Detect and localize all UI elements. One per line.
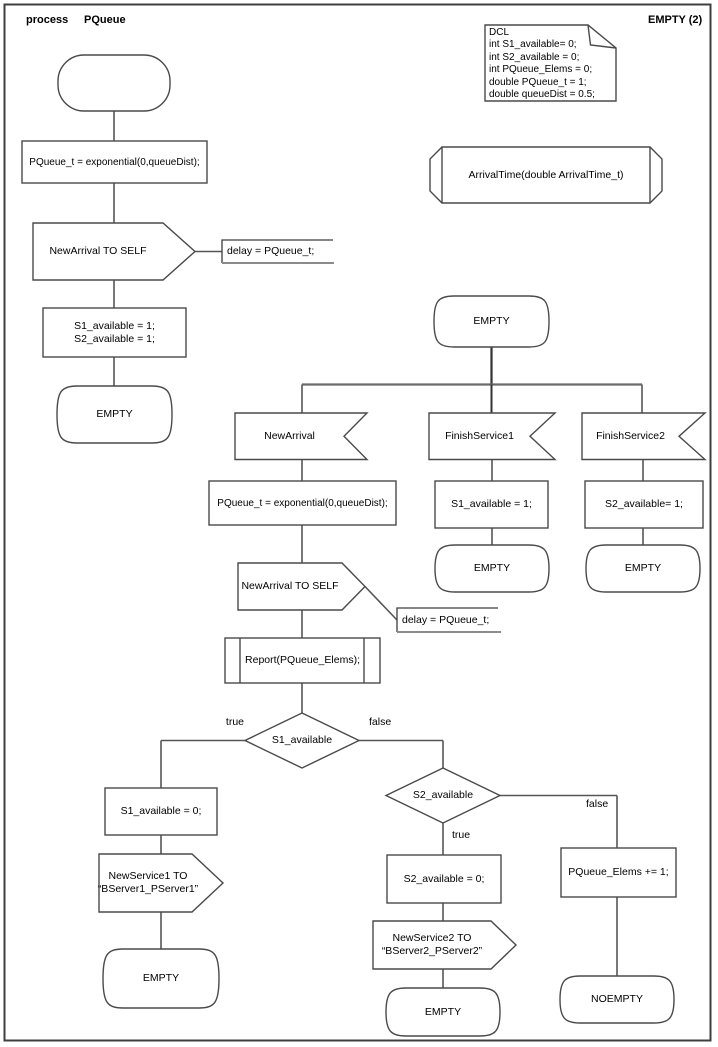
decision-true-label: true [452, 829, 471, 841]
task-box [208, 480, 397, 526]
output-symbol [237, 562, 366, 611]
input-label: FinishService2 [596, 429, 665, 442]
output-label: NewArrival TO SELF [241, 580, 339, 592]
task-label: S2_available= 1; [605, 498, 683, 510]
declarations-text: DCL int S1_available= 0; int S2_availabl… [489, 27, 595, 101]
procedure-call-shape [224, 637, 381, 684]
task-label: S1_available = 1; S2_available = 1; [74, 319, 155, 345]
output-symbol [372, 920, 518, 970]
task-box [104, 787, 218, 836]
task-box [21, 140, 208, 184]
state-label: EMPTY [142, 972, 180, 984]
input-label: FinishService1 [445, 429, 514, 442]
task-box [560, 847, 677, 898]
input-symbol [428, 412, 557, 461]
comment-bracket [396, 607, 501, 633]
start-symbol [57, 54, 171, 112]
state-symbol [559, 975, 675, 1024]
decision-false-label: false [586, 798, 609, 810]
page-border [3, 3, 712, 1042]
declaration-note-shape [484, 24, 617, 102]
decision-true-label: true [225, 716, 244, 728]
task-label: PQueue_t = exponential(0,queueDist); [29, 156, 200, 168]
task-label: PQueue_t = exponential(0,queueDist); [217, 497, 388, 509]
comment-label: delay = PQueue_t; [227, 245, 315, 257]
task-label: PQueue_Elems += 1; [568, 866, 669, 878]
task-box [584, 480, 704, 529]
output-symbol [32, 222, 197, 281]
procedure-declaration-label: ArrivalTime(double ArrivalTime_t) [468, 168, 624, 181]
decision-false-label: false [369, 716, 392, 728]
task-label: S2_available = 0; [403, 872, 485, 885]
procedure-call-label: Report(PQueue_Elems); [245, 654, 360, 666]
state-symbol [102, 948, 220, 1009]
task-label: S1_available = 0; [120, 805, 202, 817]
state-symbol [385, 987, 501, 1037]
comment-label: delay = PQueue_t; [402, 613, 490, 626]
declaration-note-fold-icon [587, 24, 617, 49]
output-label: NewService2 TO “BServer2_PServer2” [381, 932, 483, 957]
output-label: NewService1 TO “BServer1_PServer1” [97, 870, 199, 895]
connector-lines [113, 111, 644, 988]
state-symbol [585, 544, 701, 593]
comment-bracket [221, 239, 334, 264]
state-label: EMPTY [624, 562, 662, 574]
state-label: NOEMPTY [591, 993, 643, 1005]
task-box [386, 854, 502, 904]
task-box [42, 307, 187, 358]
task-label: S1_available = 1; [451, 498, 532, 510]
input-symbol [234, 412, 369, 461]
task-box [434, 480, 549, 529]
output-symbol [98, 853, 225, 913]
state-label: EMPTY [96, 408, 133, 420]
state-symbol [433, 295, 550, 348]
input-label: NewArrival [264, 429, 315, 442]
decision-diamond [384, 767, 502, 824]
page-label: EMPTY (2) [648, 14, 703, 26]
process-keyword: process [26, 14, 69, 26]
input-symbol [581, 412, 707, 461]
state-symbol [434, 544, 550, 593]
decision-diamond [243, 712, 361, 769]
state-label: EMPTY [473, 562, 511, 574]
state-symbol [56, 385, 173, 444]
state-label: EMPTY [424, 1005, 462, 1018]
output-label: NewArrival TO SELF [49, 245, 147, 257]
decision-label: S1_available [271, 734, 333, 746]
state-label: EMPTY [473, 315, 510, 327]
process-name: PQueue [84, 14, 126, 26]
decision-label: S2_available [412, 789, 474, 801]
